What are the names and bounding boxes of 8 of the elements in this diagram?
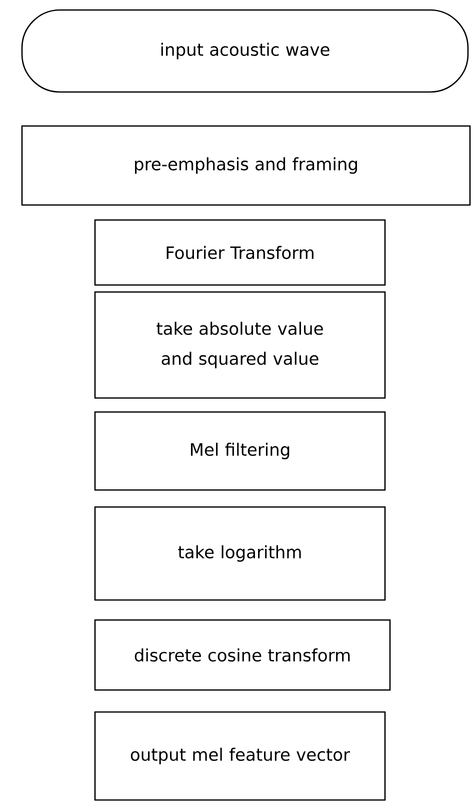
process-box: Mel filtering xyxy=(94,411,386,491)
terminal-box: input acoustic wave xyxy=(21,9,469,93)
process-box: pre-emphasis and framing xyxy=(21,125,471,206)
process-box: take absolute value and squared value xyxy=(94,291,386,399)
process-box: output mel feature vector xyxy=(94,711,386,801)
process-box: Fourier Transform xyxy=(94,219,386,286)
process-box: take logarithm xyxy=(94,506,386,601)
process-box: discrete cosine transform xyxy=(94,619,391,691)
